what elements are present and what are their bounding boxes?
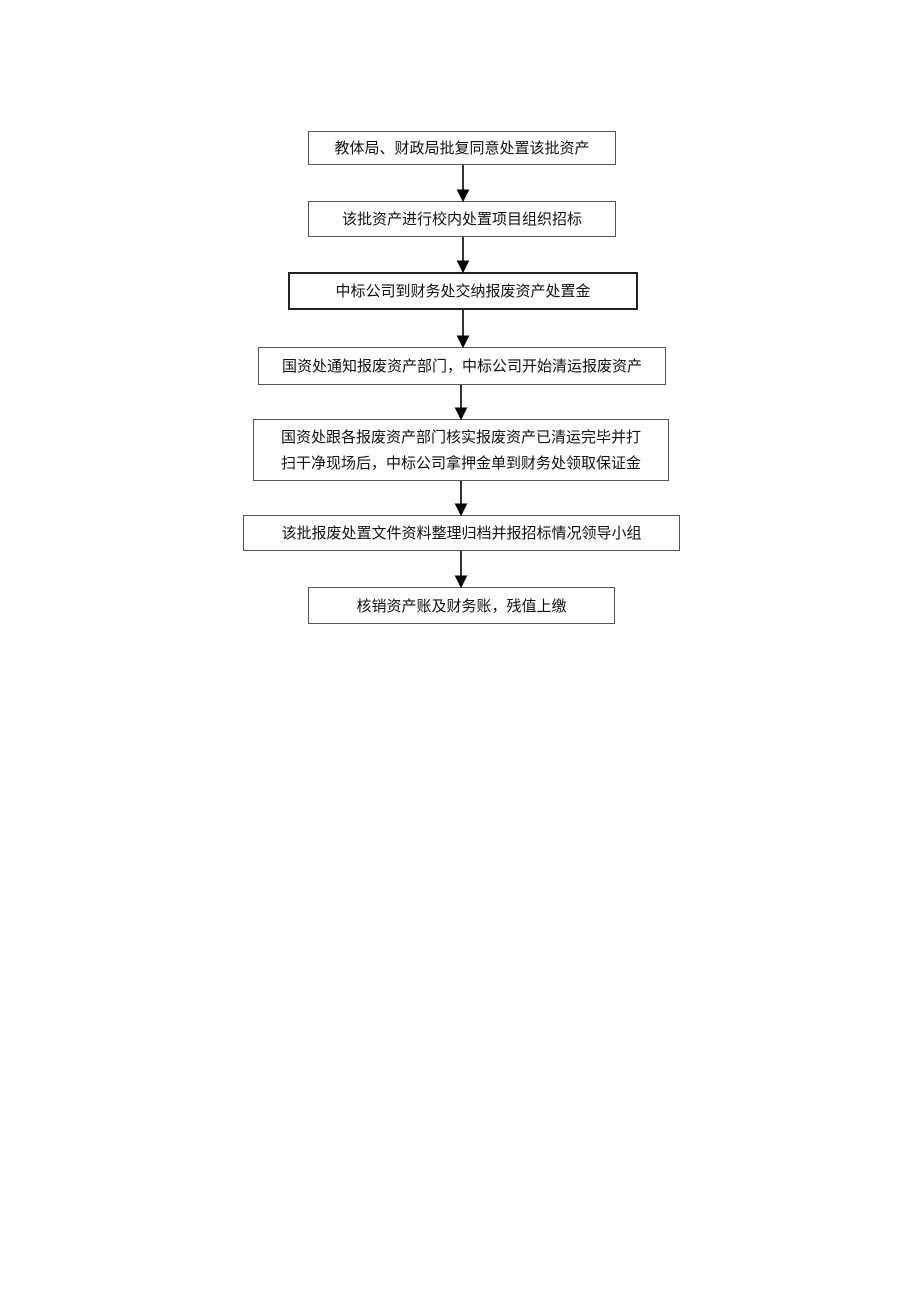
step-2-tender: 该批资产进行校内处置项目组织招标 (308, 201, 616, 237)
step-3-label: 中标公司到财务处交纳报废资产处置金 (335, 282, 591, 300)
step-2-label: 该批资产进行校内处置项目组织招标 (341, 210, 582, 228)
step-4-label: 国资处通知报废资产部门，中标公司开始清运报废资产 (281, 357, 642, 375)
step-7-label: 核销资产账及财务账，残值上缴 (356, 596, 567, 615)
step-5-label-line-2: 扫干净现场后，中标公司拿押金单到财务处领取保证金 (280, 454, 641, 472)
step-1-approval: 教体局、财政局批复同意处置该批资产 (308, 131, 616, 165)
step-4-notify: 国资处通知报废资产部门，中标公司开始清运报废资产 (258, 347, 666, 385)
step-6-archive: 该批报废处置文件资料整理归档并报招标情况领导小组 (243, 515, 680, 551)
step-5-label-line-1: 国资处跟各报废资产部门核实报废资产已清运完毕并打 (280, 428, 641, 446)
step-1-label: 教体局、财政局批复同意处置该批资产 (334, 139, 590, 157)
step-5-verify: 国资处跟各报废资产部门核实报废资产已清运完毕并打 扫干净现场后，中标公司拿押金单… (253, 419, 669, 481)
step-3-payment: 中标公司到财务处交纳报废资产处置金 (288, 272, 638, 310)
step-6-label: 该批报废处置文件资料整理归档并报招标情况领导小组 (281, 524, 642, 542)
